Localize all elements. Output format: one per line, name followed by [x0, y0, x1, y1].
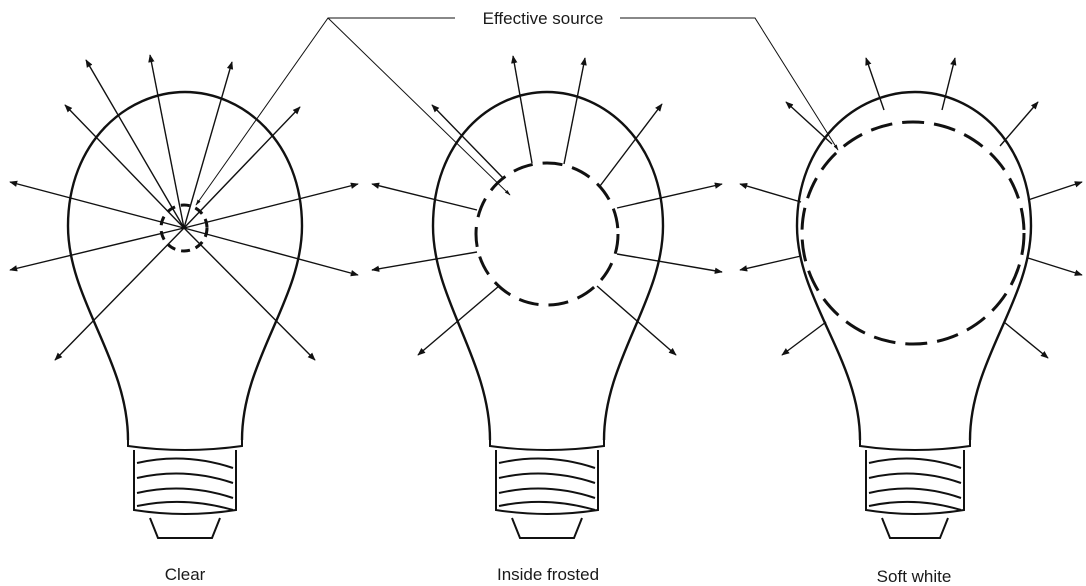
ray — [183, 61, 234, 229]
ray — [85, 59, 185, 229]
bulb-inside-frosted: Inside frosted — [371, 55, 723, 584]
ray — [1027, 257, 1083, 276]
leader-soft-white — [620, 17, 839, 151]
effective-source-circle — [800, 120, 1026, 346]
effective-source-circle — [474, 161, 620, 307]
ray — [1003, 321, 1049, 359]
bulb-label-clear: Clear — [165, 565, 206, 584]
bulb-clear: Clear — [9, 54, 359, 584]
ray — [563, 57, 587, 165]
bulb-base — [859, 440, 971, 539]
ray — [371, 251, 478, 272]
ray — [616, 253, 723, 274]
ray — [616, 182, 723, 209]
effective-source-circle — [159, 203, 209, 253]
ray — [417, 285, 500, 356]
ray — [431, 104, 504, 179]
light-rays — [9, 54, 359, 361]
leader-clear — [195, 17, 455, 206]
ray — [865, 57, 885, 111]
ray — [599, 103, 663, 187]
ray — [9, 227, 185, 272]
ray — [781, 321, 827, 356]
bulb-glass — [66, 90, 304, 441]
bulb-glass — [431, 90, 665, 441]
ray — [183, 227, 359, 277]
ray — [64, 104, 185, 229]
ray — [183, 182, 359, 229]
ray — [739, 182, 802, 203]
bulb-glass — [795, 90, 1033, 441]
ray — [183, 106, 301, 229]
bulb-soft-white: Soft white — [739, 57, 1083, 586]
ray — [9, 180, 185, 229]
bulb-base — [489, 440, 605, 539]
ray — [54, 227, 185, 361]
leader-inside-frosted — [327, 17, 511, 196]
bulb-base — [127, 440, 243, 539]
bulb-label-inside-frosted: Inside frosted — [497, 565, 599, 584]
ray — [785, 101, 833, 145]
ray — [739, 255, 802, 272]
bulb-label-soft-white: Soft white — [877, 567, 952, 586]
ray — [999, 101, 1039, 147]
callout-leaders — [195, 17, 839, 206]
ray — [1027, 181, 1083, 201]
ray — [511, 55, 533, 164]
effective-source-label: Effective source — [483, 9, 604, 28]
ray — [596, 285, 677, 356]
light-rays — [739, 57, 1083, 359]
ray — [148, 54, 185, 229]
ray — [183, 227, 316, 361]
light-rays — [371, 55, 723, 356]
ray — [941, 57, 957, 111]
ray — [371, 182, 478, 211]
